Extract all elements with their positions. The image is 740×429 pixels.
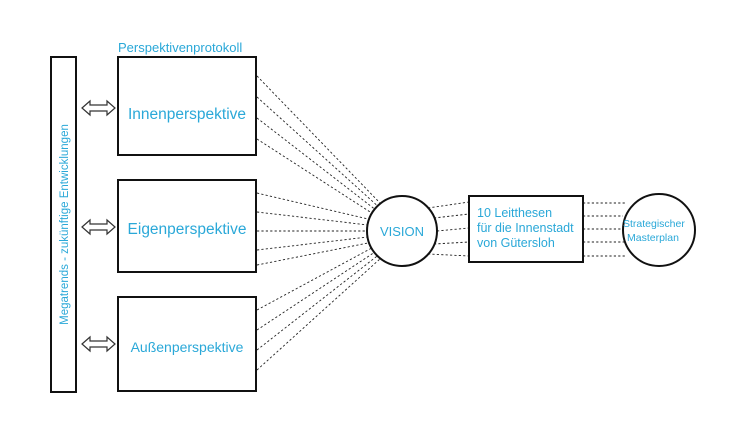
- perspective-box-own: Eigenperspektive: [117, 179, 257, 273]
- theses-line: für die Innenstadt: [477, 221, 574, 235]
- double-arrow-icon: [81, 335, 116, 353]
- megatrends-bar: [50, 56, 77, 393]
- dashed-connector-line: [256, 247, 382, 331]
- dashed-connector-line: [256, 117, 382, 215]
- masterplan-line: Strategischer: [623, 218, 685, 230]
- dashed-connector-line: [433, 213, 470, 219]
- perspective-label: Innenperspektive: [128, 106, 246, 123]
- dashed-connector-line: [256, 242, 369, 266]
- dashed-connector-line: [427, 253, 470, 257]
- perspective-label: Eigenperspektive: [128, 221, 247, 238]
- theses-line: von Gütersloh: [477, 236, 555, 250]
- double-arrow-icon: [81, 218, 116, 236]
- dashed-connector-line: [433, 241, 470, 245]
- dashed-connector-line: [256, 252, 382, 351]
- dashed-connector-line: [256, 96, 382, 210]
- perspective-label: Außenperspektive: [131, 339, 244, 355]
- theses-box: 10 Leitthesen für die Innenstadt von Güt…: [468, 195, 584, 263]
- dashed-connector-line: [256, 138, 382, 220]
- dashed-connector-line: [256, 242, 382, 311]
- theses-line: 10 Leitthesen: [477, 206, 552, 220]
- dashed-connector-line: [436, 227, 470, 232]
- dashed-connector-line: [256, 75, 382, 205]
- dashed-connector-line: [427, 201, 470, 209]
- perspective-box-inner: Innenperspektive: [117, 56, 257, 156]
- megatrends-label: Megatrends - zukünftige Entwicklungen: [59, 124, 71, 325]
- perspective-box-outer: Außenperspektive: [117, 296, 257, 392]
- dashed-connector-line: [256, 257, 382, 371]
- masterplan-line: Masterplan: [627, 232, 679, 244]
- dashed-connector-line: [256, 236, 369, 251]
- masterplan-node: Strategischer Masterplan: [622, 193, 696, 267]
- double-arrow-icon: [81, 99, 116, 117]
- dashed-connectors: [256, 75, 627, 371]
- dashed-connector-line: [256, 211, 369, 226]
- vision-label: VISION: [380, 224, 424, 239]
- header-label: Perspektivenprotokoll: [118, 40, 242, 55]
- vision-node: VISION: [366, 195, 438, 267]
- dashed-connector-line: [256, 192, 369, 220]
